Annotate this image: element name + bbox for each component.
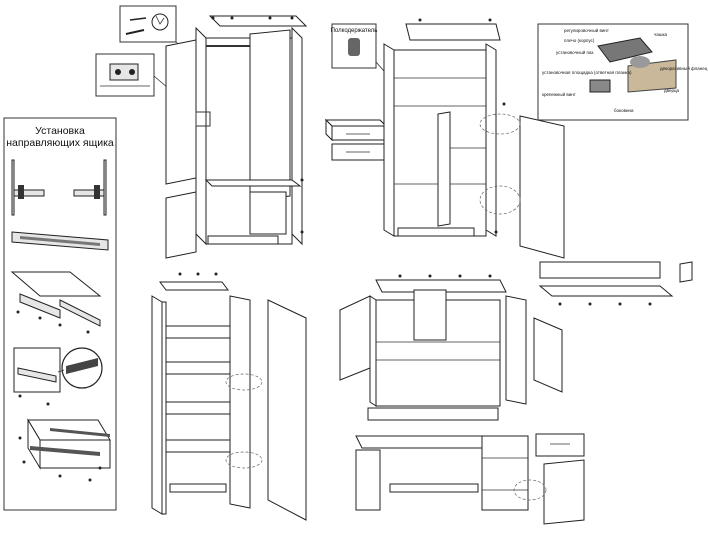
wardrobe-assembly	[153, 15, 308, 259]
drawer-unit	[324, 118, 388, 161]
shelf-cabinet-assembly	[383, 18, 565, 259]
hinge-label-adjust-screw: регулировочный винт	[564, 27, 609, 33]
tall-shelf-assembly	[151, 272, 307, 521]
hinge-label-mount-plate: установочная площадка (ответная планка)	[542, 70, 632, 75]
runner-step-3	[10, 271, 102, 334]
shelf-support-label: Полкодержатель	[331, 28, 378, 34]
hinge-callout: регулировочный винт плечо (корпус) устан…	[537, 23, 708, 121]
runner-step-2	[11, 231, 109, 251]
cam-lock-detail	[119, 5, 177, 43]
hinge-label-fix-screw: крепежный винт	[542, 91, 576, 97]
plinth-assembly	[538, 261, 693, 306]
hinge-label-slot: установочный паз	[556, 49, 593, 55]
hinge-label-flange: декоративный фланец	[660, 65, 708, 71]
hinge-label-door: дверца	[664, 88, 680, 93]
shelf-support-detail: Полкодержатель	[331, 23, 393, 81]
hinge-label-arm: плечо (корпус)	[564, 38, 595, 43]
drawer-runner-panel: Установка направляющих ящика	[3, 117, 117, 511]
desk-assembly	[355, 433, 585, 525]
runner-step-5	[18, 418, 111, 482]
drawer-panel-title-line1: Установка	[35, 125, 85, 137]
bracket-detail	[95, 53, 155, 97]
hinge-label-side: боковина	[614, 108, 634, 113]
runner-step-4	[13, 347, 103, 406]
runner-step-1	[11, 159, 107, 216]
hinge-label-cup: чашка	[654, 32, 668, 37]
wall-cabinet-assembly	[339, 274, 563, 421]
drawer-panel-title-line2: направляющих ящика	[6, 137, 114, 149]
